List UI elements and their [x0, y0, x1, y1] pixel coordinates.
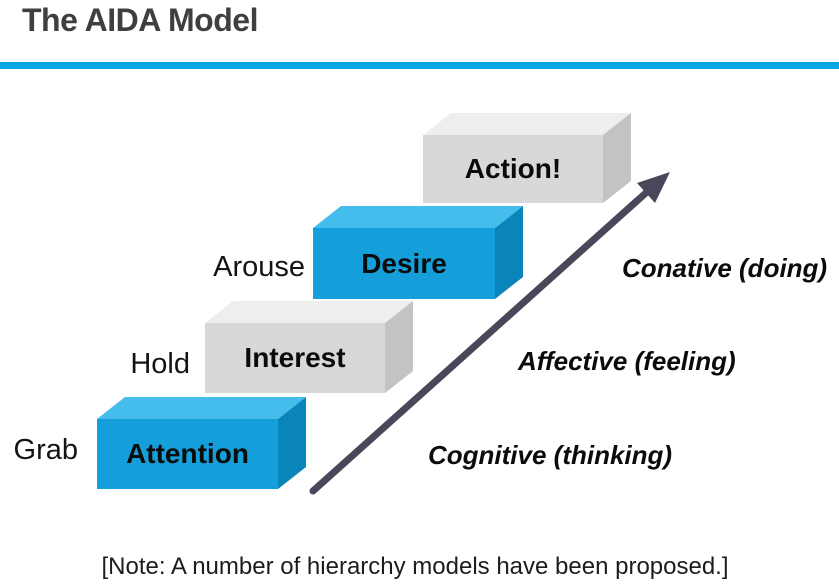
dimension-label-cognitive: Cognitive (thinking): [428, 440, 673, 470]
stage-label-desire: Desire: [361, 247, 447, 279]
box-top-face: [313, 206, 523, 228]
box-front-face: [97, 419, 278, 489]
box-side-face: [385, 301, 413, 393]
box-side-face: [278, 397, 306, 489]
arrow-shaft: [309, 187, 652, 495]
stage-label-action: Action!: [464, 153, 562, 184]
step-box-desire: [313, 206, 523, 299]
verb-label-hold: Hold: [130, 348, 190, 380]
slide-title: The AIDA Model: [22, 2, 258, 38]
dimension-label-conative: Conative (doing): [622, 253, 828, 283]
box-front-face: [205, 323, 385, 393]
verb-label-arouse: Arouse: [213, 251, 305, 283]
stage-label-attention: Attention: [126, 438, 249, 469]
box-top-face: [205, 301, 413, 323]
verb-label-grab: Grab: [13, 434, 78, 466]
stage-label-interest: Interest: [244, 342, 346, 373]
dimension-label-affective: Affective (feeling): [518, 346, 736, 376]
step-box-attention: [97, 397, 306, 489]
box-top-face: [423, 113, 631, 135]
step-box-interest: [205, 301, 413, 393]
box-side-face: [603, 113, 631, 203]
footnote: [Note: A number of hierarchy models have…: [101, 553, 729, 580]
ascending-arrow: [309, 172, 670, 495]
accent-divider: [0, 62, 839, 69]
box-front-face: [423, 135, 603, 203]
box-front-face: [313, 228, 495, 299]
step-box-action: [423, 113, 631, 203]
box-side-face: [495, 206, 523, 299]
arrow-head: [637, 172, 670, 203]
box-top-face: [97, 397, 306, 419]
